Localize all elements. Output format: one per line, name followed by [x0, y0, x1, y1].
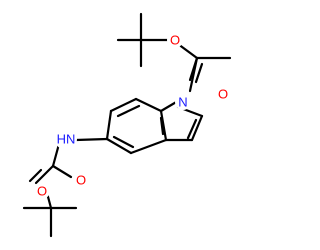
atom-mask [215, 86, 231, 102]
bond [74, 137, 109, 142]
bond [109, 97, 138, 113]
bond [34, 164, 55, 185]
bond [116, 104, 141, 118]
molecule-structure: O O N HN O O [22, 12, 232, 238]
atom-mask [167, 32, 183, 48]
atom-label-oxygen: O [170, 33, 180, 48]
bond [51, 142, 61, 168]
atom-label-nh: HN [57, 132, 76, 147]
atom-label-nitrogen: N [178, 95, 187, 110]
bond [176, 42, 199, 60]
atom-mask [34, 183, 50, 199]
bond [105, 137, 133, 155]
atom-mask [73, 172, 89, 188]
bond [188, 56, 199, 93]
bond [159, 109, 168, 142]
bond [159, 116, 165, 136]
bond [112, 135, 135, 149]
atom-mask [175, 94, 191, 110]
bond [194, 62, 204, 84]
bond [28, 168, 43, 183]
atom-label-oxygen: O [218, 87, 228, 102]
bond [105, 109, 113, 141]
bond [190, 114, 204, 142]
bond [186, 118, 198, 140]
atom-mask [55, 128, 77, 150]
atom-label-layer: O O N HN O O [34, 32, 231, 199]
atom-label-oxygen: O [76, 173, 86, 188]
atom-label-oxygen: O [37, 184, 47, 199]
bond-layer [22, 12, 232, 238]
bond [129, 138, 168, 155]
bond [134, 97, 163, 113]
bond [51, 164, 73, 179]
